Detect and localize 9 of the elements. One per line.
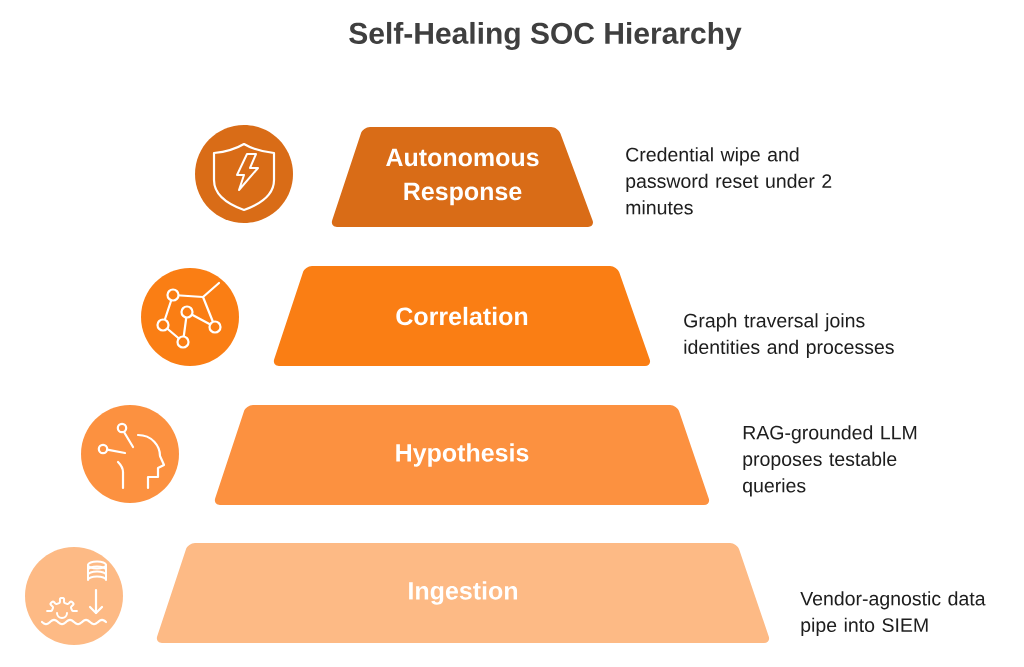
- trapezoid-band: Hypothesis: [214, 405, 710, 505]
- side-note: Graph traversal joins identities and processes: [684, 313, 894, 358]
- title: Self-Healing SOC Hierarchy: [349, 21, 742, 51]
- side-note: RAG-grounded LLM proposes testable queries: [743, 425, 917, 497]
- side-note: Credential wipe and password reset under 2 minutes: [626, 147, 832, 215]
- trapezoid-band: Correlation: [273, 266, 651, 366]
- trapezoid-band: Ingestion: [156, 543, 770, 643]
- trapezoid-band: Autonomous Response: [331, 127, 593, 227]
- side-note: Vendor-agnostic data pipe into SIEM: [800, 591, 986, 636]
